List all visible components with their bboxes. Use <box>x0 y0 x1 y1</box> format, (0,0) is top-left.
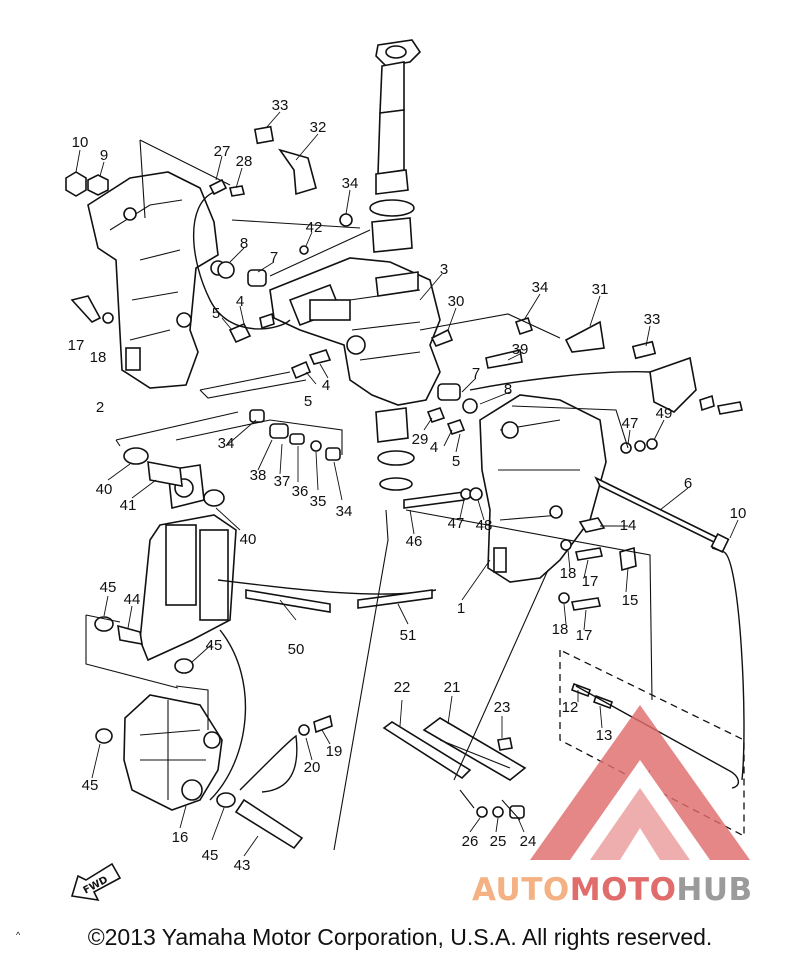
callout-51: 51 <box>400 627 417 644</box>
callout-4a: 4 <box>236 293 244 310</box>
callout-24: 24 <box>520 833 537 850</box>
callout-30: 30 <box>448 293 465 310</box>
callout-41: 41 <box>120 497 137 514</box>
callout-15: 15 <box>622 592 639 609</box>
callout-47a: 47 <box>448 515 465 532</box>
callout-17b: 17 <box>582 573 599 590</box>
callout-33a: 33 <box>272 97 289 114</box>
callout-8a: 8 <box>240 235 248 252</box>
callout-labels: 1 2 3 4 4 4 5 5 5 6 7 7 8 8 9 10 10 11 1… <box>68 97 747 874</box>
callout-45a: 45 <box>100 579 117 596</box>
callout-18b: 18 <box>560 565 577 582</box>
callout-40a: 40 <box>96 481 113 498</box>
automotohub-wordmark: AUTOMOTOHUB <box>472 872 753 908</box>
clamp-bracket-left <box>87 171 226 389</box>
callout-32: 32 <box>310 119 327 136</box>
callout-23: 23 <box>494 699 511 716</box>
callout-5b: 5 <box>304 393 312 410</box>
callout-18a: 18 <box>90 349 107 366</box>
callout-16: 16 <box>172 829 189 846</box>
callout-27: 27 <box>214 143 231 160</box>
callout-7a: 7 <box>270 249 278 266</box>
swivel-bracket <box>269 257 441 406</box>
callout-39: 39 <box>512 341 529 358</box>
clamp-bracket-right <box>479 394 607 583</box>
callout-10a: 10 <box>72 134 89 151</box>
callout-6: 6 <box>684 475 692 492</box>
copyright-notice: ©2013 Yamaha Motor Corporation, U.S.A. A… <box>87 924 713 950</box>
callout-34c: 34 <box>218 435 235 452</box>
callout-19: 19 <box>326 743 343 760</box>
trim-stopper-plates <box>382 717 527 781</box>
callout-33b: 33 <box>644 311 661 328</box>
steering-shaft <box>369 39 422 253</box>
callout-49: 49 <box>656 405 673 422</box>
callout-5c: 5 <box>452 453 460 470</box>
callout-35: 35 <box>310 493 327 510</box>
tilt-shaft-lower <box>234 798 304 850</box>
callout-48: 48 <box>476 517 493 534</box>
callout-34a: 34 <box>342 175 359 192</box>
callout-45d: 45 <box>202 847 219 864</box>
callout-36: 36 <box>292 483 309 500</box>
callout-5a: 5 <box>212 305 220 322</box>
callout-42: 42 <box>306 219 323 236</box>
callout-45c: 45 <box>82 777 99 794</box>
callout-34b: 34 <box>532 279 549 296</box>
callout-9: 9 <box>100 147 108 164</box>
callout-8b: 8 <box>504 381 512 398</box>
callout-2: 2 <box>96 399 104 416</box>
wordmark-auto: AUTO <box>472 872 570 908</box>
callout-50: 50 <box>288 641 305 658</box>
callout-17c: 17 <box>576 627 593 644</box>
callout-7b: 7 <box>472 365 480 382</box>
assembly-guide-lines <box>85 139 653 851</box>
callout-22: 22 <box>394 679 411 696</box>
callout-26: 26 <box>462 833 479 850</box>
callout-45b: 45 <box>206 637 223 654</box>
tilt-tube <box>594 476 730 553</box>
callout-14: 14 <box>620 517 637 534</box>
kit-boundary-dashed <box>559 649 745 838</box>
callout-28: 28 <box>236 153 253 170</box>
callout-29: 29 <box>412 431 429 448</box>
corner-mark: ^ <box>16 930 21 940</box>
callout-20: 20 <box>304 759 321 776</box>
callout-43: 43 <box>234 857 251 874</box>
callout-40b: 40 <box>240 531 257 548</box>
callout-25: 25 <box>490 833 507 850</box>
callout-13: 13 <box>596 727 613 744</box>
callout-37: 37 <box>274 473 291 490</box>
callout-47b: 47 <box>622 415 639 432</box>
callout-17a: 17 <box>68 337 85 354</box>
callout-1: 1 <box>457 600 465 617</box>
callout-4c: 4 <box>430 439 438 456</box>
wordmark-hub: HUB <box>676 872 753 908</box>
wordmark-moto: MOTO <box>569 872 677 908</box>
automotohub-logo <box>530 705 750 860</box>
callout-10b: 10 <box>730 505 747 522</box>
callout-3: 3 <box>440 261 448 278</box>
callout-31: 31 <box>592 281 609 298</box>
tilt-housing-lower <box>123 694 223 811</box>
fastener-hardware <box>65 171 743 819</box>
callout-46: 46 <box>406 533 423 550</box>
callout-4b: 4 <box>322 377 330 394</box>
callout-18c: 18 <box>552 621 569 638</box>
callout-34d: 34 <box>336 503 353 520</box>
callout-21: 21 <box>444 679 461 696</box>
callout-12: 12 <box>562 699 579 716</box>
callout-44: 44 <box>124 591 141 608</box>
callout-38: 38 <box>250 467 267 484</box>
forward-arrow: FWD <box>70 862 122 902</box>
steering-friction-clamp <box>253 125 697 413</box>
